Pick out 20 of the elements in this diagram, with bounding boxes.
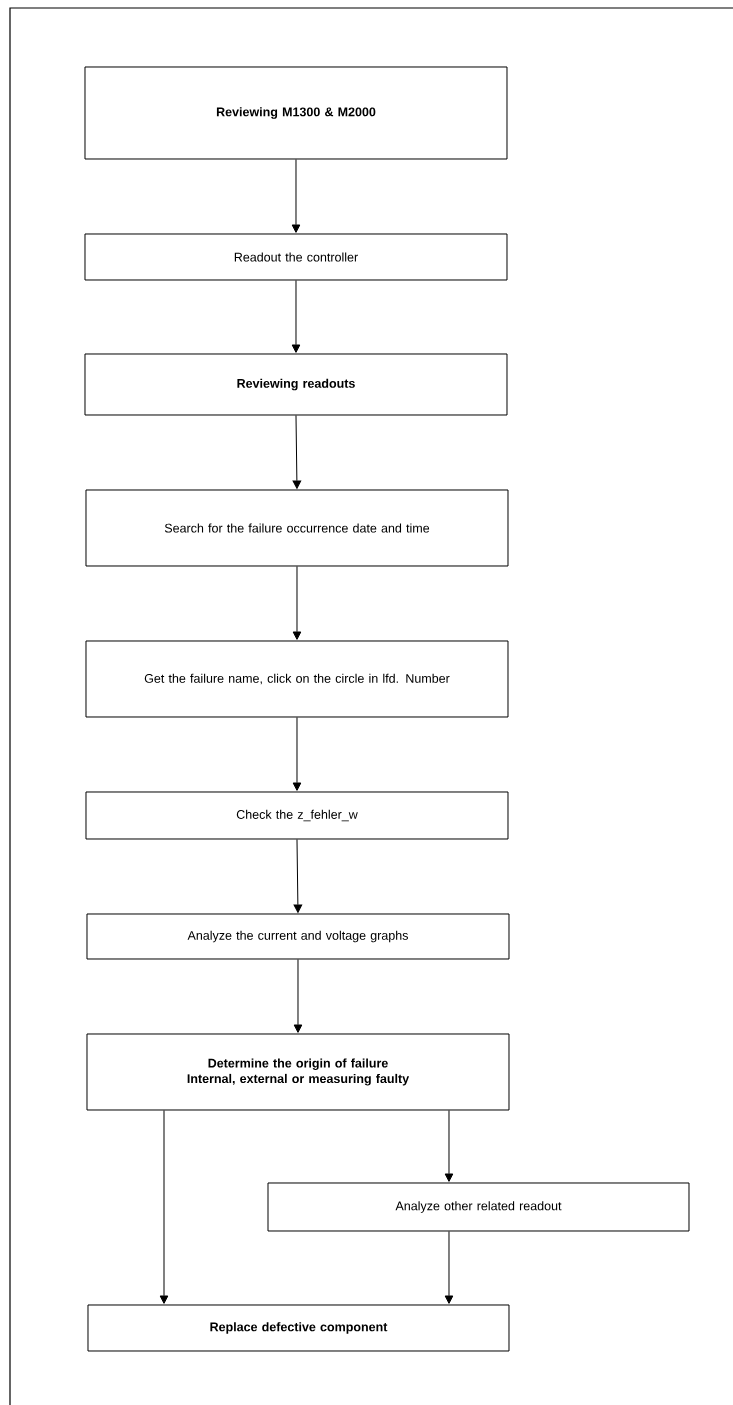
process-box: Determine the origin of failure Internal, external or measuring faulty (86, 1033, 510, 1111)
arrow (293, 839, 303, 913)
process-box: Reviewing readouts (84, 353, 508, 416)
process-box: Search for the failure occurrence date and time (85, 489, 509, 567)
process-box: Analyze the current and voltage graphs (86, 913, 510, 960)
process-box: Reviewing M1300 & M2000 (84, 66, 508, 160)
arrow (293, 959, 303, 1033)
process-box: Get the failure name, click on the circle in lfd. Number (85, 640, 509, 718)
arrow (292, 717, 302, 791)
process-box: Readout the controller (84, 233, 508, 281)
process-box: Replace defective component (87, 1304, 510, 1352)
arrow (291, 280, 301, 353)
arrow (291, 159, 301, 233)
arrow (444, 1231, 454, 1304)
arrow (159, 1110, 169, 1304)
arrow (292, 566, 302, 640)
arrow (444, 1110, 454, 1182)
process-box: Check the z_fehler_w (85, 791, 509, 840)
process-box: Analyze other related readout (267, 1182, 690, 1232)
arrow (292, 415, 302, 489)
